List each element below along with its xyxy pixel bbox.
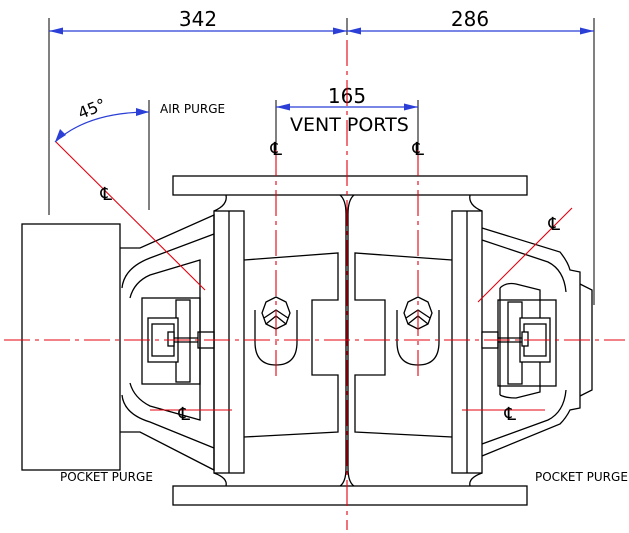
pocket-purge-left-label: POCKET PURGE <box>60 470 153 484</box>
dimension-lines <box>48 18 595 305</box>
dimension-angle: 45° <box>75 95 108 123</box>
pocket-purge-right-label: POCKET PURGE <box>535 470 628 484</box>
vent-ports-label: VENT PORTS <box>290 114 409 136</box>
centerline-symbol-vent-right: ℄ <box>410 139 426 160</box>
centerlines <box>4 40 625 530</box>
centerline-symbol-vent-left: ℄ <box>268 139 284 160</box>
air-purge-label: AIR PURGE <box>160 102 225 116</box>
right-drive-assembly <box>481 227 593 457</box>
centerline-symbol-diagonal-right: ℄ <box>546 214 562 235</box>
dimension-right-width: 286 <box>451 7 489 31</box>
dimension-left-width: 342 <box>179 7 217 31</box>
centerline-symbol-pocket-right: ℄ <box>502 404 518 425</box>
centerline-symbol-pocket-left: ℄ <box>176 404 192 425</box>
centerline-symbol-diagonal-left: ℄ <box>98 184 114 205</box>
left-drive-assembly <box>21 213 215 472</box>
